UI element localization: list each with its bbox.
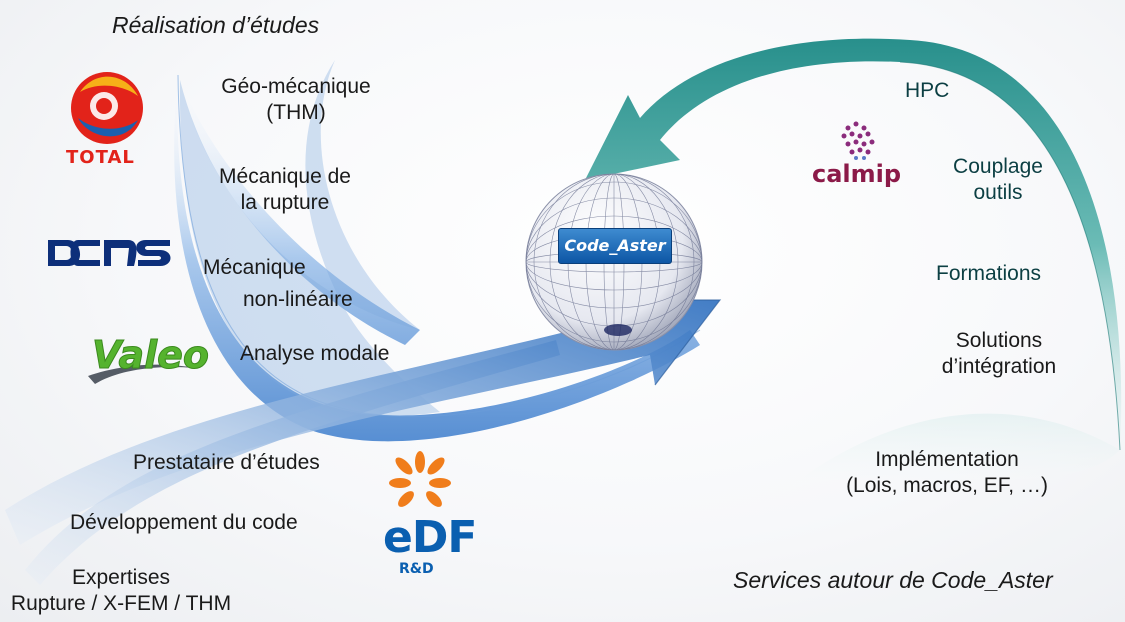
service-integration-line2: d’intégration xyxy=(941,355,1057,378)
service-implementation: Implémentation (Lois, macros, EF, …) xyxy=(832,447,1062,499)
service-integration: Solutions d’intégration xyxy=(926,328,1072,380)
study-fracture-mechanics: Mécanique de la rupture xyxy=(192,164,378,216)
calmip-logo-text: calmip xyxy=(812,160,902,188)
services-title: Services autour de Code_Aster xyxy=(733,567,1053,593)
service-integration-line1: Solutions xyxy=(955,329,1043,352)
input-expertises-line2: Rupture / X-FEM / THM xyxy=(10,592,232,615)
code-aster-badge: Code_Aster xyxy=(558,228,672,264)
input-expertises-line1: Expertises xyxy=(71,566,171,589)
service-implementation-line2: (Lois, macros, EF, …) xyxy=(846,474,1048,497)
study-fracture-line2: la rupture xyxy=(240,191,330,214)
input-prestataire: Prestataire d’études xyxy=(133,451,320,474)
valeo-logo: Valeo xyxy=(88,333,210,384)
input-developpement: Développement du code xyxy=(70,511,298,534)
total-logo xyxy=(71,72,143,144)
service-coupling: Couplage outils xyxy=(930,154,1066,206)
study-nonlinear-line2: non-linéaire xyxy=(243,288,353,311)
study-geomechanics: Géo-mécanique (THM) xyxy=(198,74,394,126)
service-coupling-line1: Couplage xyxy=(953,155,1043,178)
study-geomechanics-line1: Géo-mécanique xyxy=(221,75,371,98)
total-logo-text: TOTAL xyxy=(66,147,135,168)
studies-band-fill xyxy=(179,60,440,417)
services-arrow xyxy=(585,38,1122,495)
svg-text:Valeo: Valeo xyxy=(92,333,209,377)
input-arrow-main xyxy=(5,300,720,545)
service-hpc: HPC xyxy=(905,79,950,102)
studies-title: Réalisation d’études xyxy=(112,12,320,38)
study-fracture-line1: Mécanique de xyxy=(219,165,351,188)
study-modal-analysis: Analyse modale xyxy=(240,342,390,365)
edf-rd-text: R&D xyxy=(399,561,434,577)
calmip-icon xyxy=(841,121,875,160)
study-geomechanics-line2: (THM) xyxy=(266,101,326,124)
edf-flower-icon xyxy=(389,451,451,507)
edf-logo-text: eDF xyxy=(383,512,477,563)
service-implementation-line1: Implémentation xyxy=(875,448,1019,471)
service-training: Formations xyxy=(936,262,1042,285)
dcns-logo xyxy=(48,240,171,266)
input-expertises: Expertises Rupture / X-FEM / THM xyxy=(8,565,234,617)
study-nonlinear-line1: Mécanique xyxy=(203,256,306,279)
service-coupling-line2: outils xyxy=(973,181,1023,204)
